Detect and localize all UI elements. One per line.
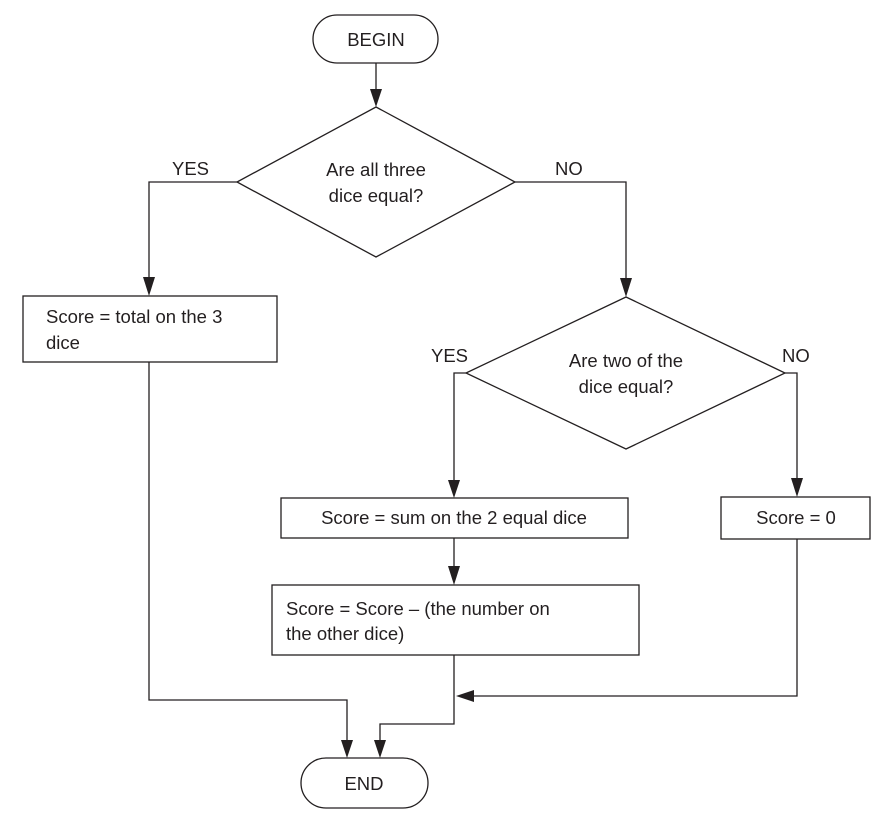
connector-decision1-yes [148,181,237,283]
begin-terminator: BEGIN [312,14,439,64]
connector-decision2-yes [453,372,466,486]
connector-decision2-no [785,372,798,484]
decision-all-equal-no-label: NO [555,158,583,179]
decision-two-equal-line1: Are two of the [569,350,683,371]
process-score-sum-two-line1: Score = sum on the 2 equal dice [321,507,587,528]
connectors [148,63,798,745]
decision-two-equal-no-label: NO [782,345,810,366]
connector-zero-to-merge [468,539,798,697]
arrowhead-decision1-no [620,278,632,297]
end-terminator: END [300,757,429,809]
arrowhead-merge [456,690,474,702]
decision-all-equal-line2: dice equal? [329,185,424,206]
decision-all-equal-yes-label: YES [172,158,209,179]
process-score-subtract-line2: the other dice) [286,623,404,644]
end-label: END [344,773,383,794]
arrowhead-decision2-yes [448,480,460,498]
process-score-subtract-line1: Score = Score – (the number on [286,598,550,619]
process-score-zero: Score = 0 [720,496,871,540]
connector-total-to-end [148,362,348,745]
arrowhead-end-left [341,740,353,758]
decision-all-equal: Are all three dice equal? YES NO [172,106,583,258]
process-score-total-line2: dice [46,332,80,353]
decision-two-equal: Are two of the dice equal? YES NO [431,296,810,450]
arrowhead-sum-to-subtract [448,566,460,585]
arrowhead-decision2-no [791,478,803,497]
begin-label: BEGIN [347,29,405,50]
arrowhead-decision1-yes [143,277,155,296]
arrowhead-end-right [374,740,386,758]
arrowheads [143,89,803,758]
decision-two-equal-line2: dice equal? [579,376,674,397]
arrowhead-begin [370,89,382,107]
decision-all-equal-line1: Are all three [326,159,426,180]
connector-subtract-to-end [379,655,455,745]
process-score-total-line1: Score = total on the 3 [46,306,222,327]
process-score-zero-line1: Score = 0 [756,507,836,528]
connector-decision1-no [515,181,627,284]
process-score-subtract: Score = Score – (the number on the other… [271,584,640,656]
process-score-total: Score = total on the 3 dice [22,295,278,363]
process-score-sum-two: Score = sum on the 2 equal dice [280,497,629,539]
decision-two-equal-yes-label: YES [431,345,468,366]
